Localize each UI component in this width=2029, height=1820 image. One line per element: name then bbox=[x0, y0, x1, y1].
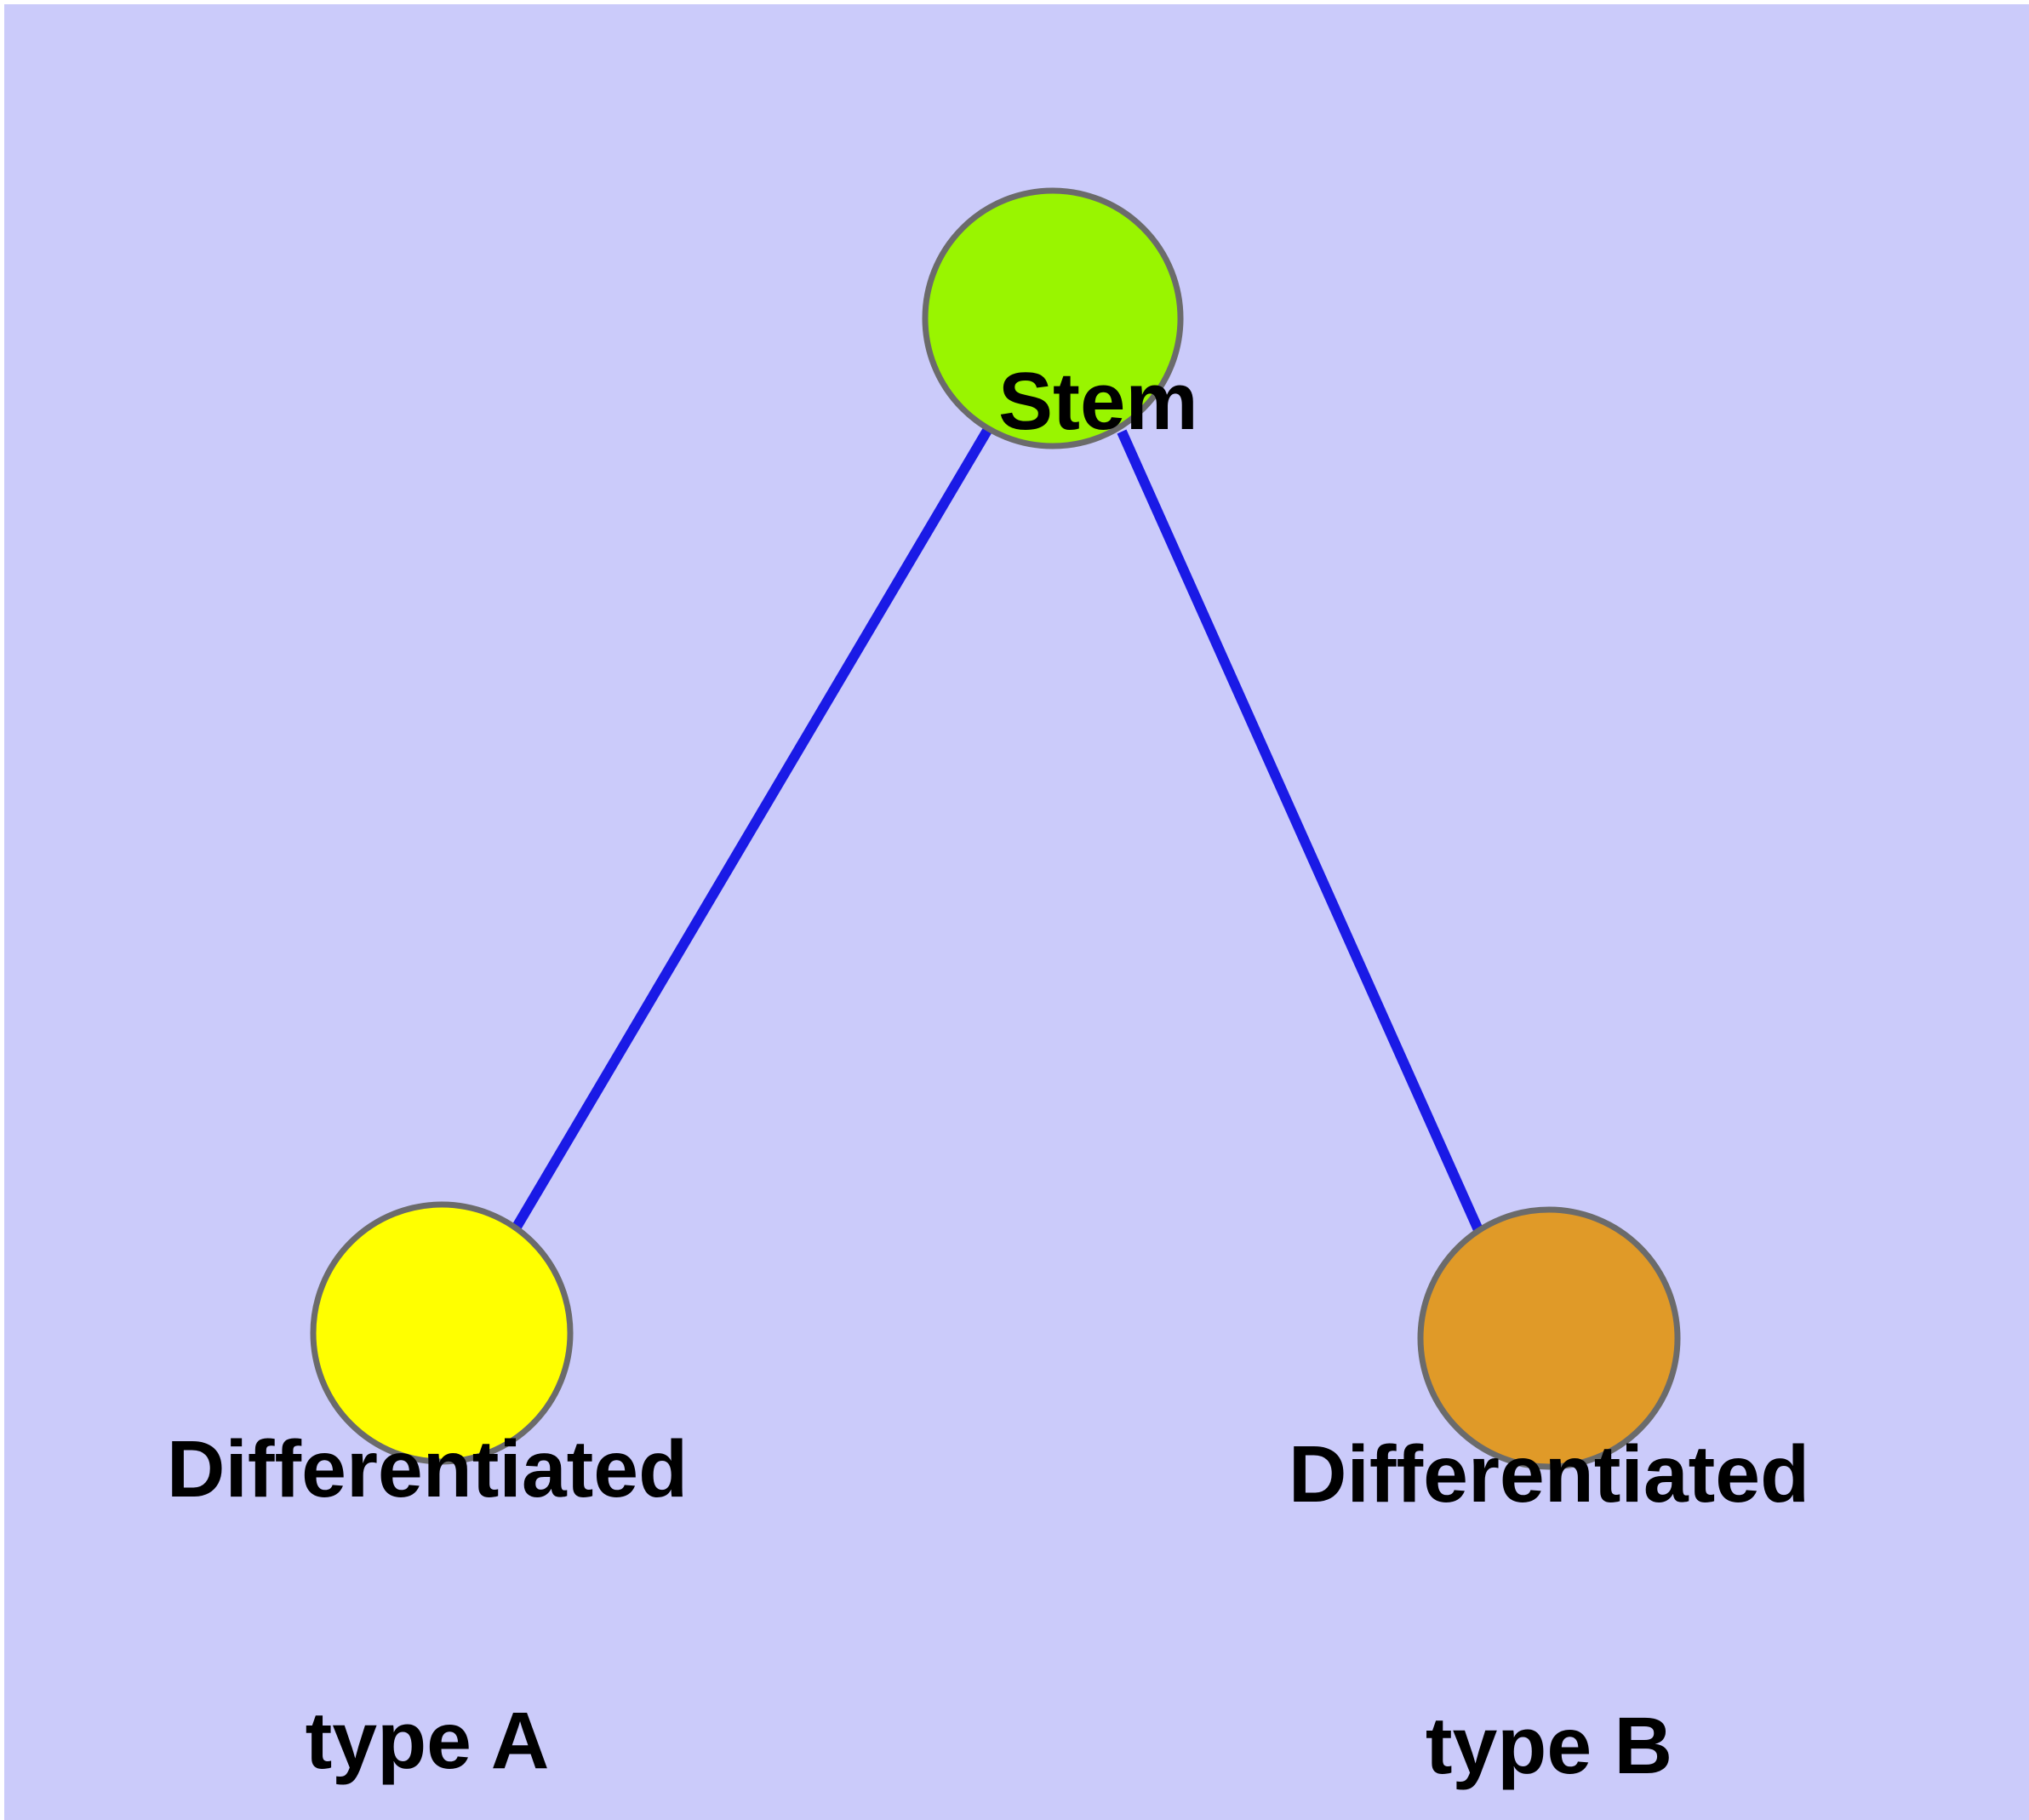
edge-stem-to-differentiated-type-b bbox=[1117, 429, 1484, 1234]
edge-stem-to-differentiated-type-a bbox=[511, 426, 993, 1232]
edge-layer bbox=[511, 426, 1484, 1234]
node-layer bbox=[310, 187, 1681, 1470]
node-differentiated-type-a[interactable] bbox=[310, 1201, 574, 1465]
node-differentiated-type-b[interactable] bbox=[1417, 1206, 1681, 1470]
node-stem[interactable] bbox=[922, 187, 1184, 449]
